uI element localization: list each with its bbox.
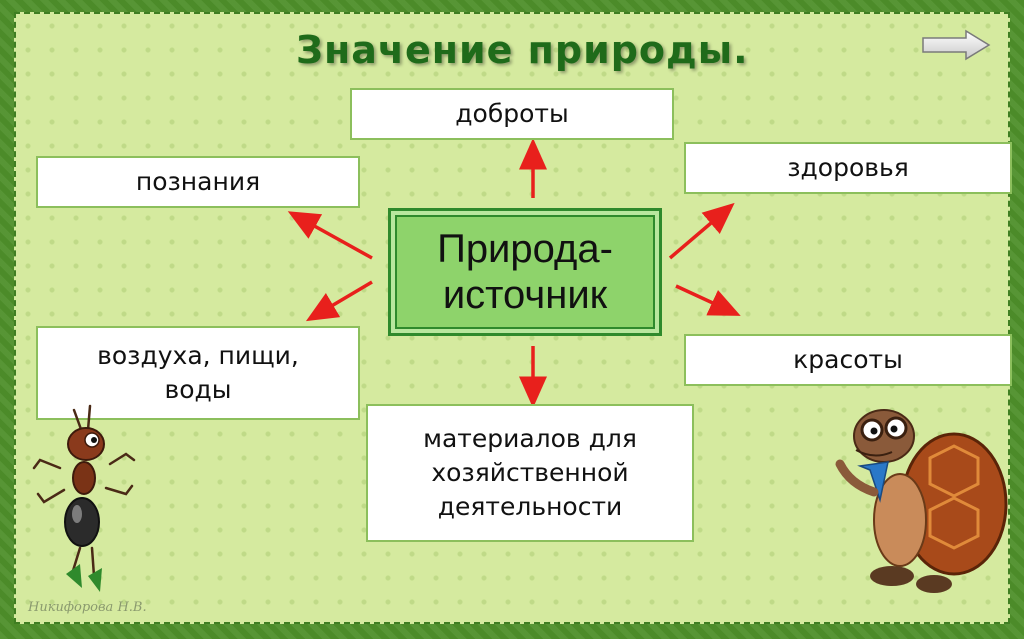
ant-icon	[32, 404, 136, 592]
node-top-right-label: здоровья	[787, 153, 909, 182]
node-top: доброты	[350, 88, 674, 140]
node-bottom-line-2: хозяйственной	[431, 458, 629, 487]
node-bottom-line-1: материалов для	[423, 424, 637, 453]
node-bottom-left-line-1: воздуха, пищи,	[97, 341, 299, 370]
turtle-icon	[835, 409, 1008, 593]
node-bottom: материалов для хозяйственной деятельност…	[366, 404, 694, 542]
node-bottom-line-3: деятельности	[437, 492, 623, 521]
center-line-2: источник	[442, 273, 608, 317]
center-node: Природа- источник	[388, 208, 662, 336]
author-credit: Никифорова Н.В.	[28, 600, 147, 615]
node-top-left: познания	[36, 156, 360, 208]
node-top-left-label: познания	[135, 167, 261, 196]
node-top-right: здоровья	[684, 142, 1012, 194]
node-top-label: доброты	[455, 99, 569, 128]
node-bottom-right-label: красоты	[793, 345, 903, 374]
slide-title: Значение природы.	[296, 28, 749, 72]
next-arrow-icon[interactable]	[920, 28, 992, 62]
center-line-1: Природа-	[437, 227, 613, 271]
node-bottom-left: воздуха, пищи, воды	[36, 326, 360, 420]
node-bottom-right: красоты	[684, 334, 1012, 386]
node-bottom-left-line-2: воды	[164, 375, 232, 404]
